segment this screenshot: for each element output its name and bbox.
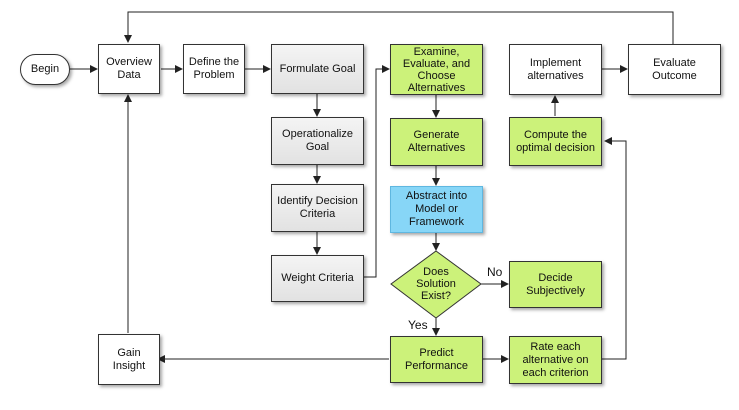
begin-node: Begin [20,54,70,85]
generate-alternatives-node: Generate Alternatives [390,118,483,166]
compute-optimal-node: Compute the optimal decision [509,117,602,166]
identify-criteria-node: Identify Decision Criteria [271,184,364,232]
operationalize-goal-node: Operationalize Goal [271,117,364,165]
abstract-model-node: Abstract into Model or Framework [390,186,483,233]
yes-label: Yes [408,318,428,332]
decision-diamond [390,250,482,319]
predict-performance-node: Predict Performance [390,336,483,383]
rate-alternatives-node: Rate each alternative on each criterion [509,336,602,384]
implement-alternatives-node: Implement alternatives [509,44,602,95]
examine-node: Examine, Evaluate, and Choose Alternativ… [390,44,483,95]
edge-weight-examine [364,65,390,278]
solution-exists-label: Does Solution Exist? [416,266,456,302]
overview-data-node: Overview Data [98,44,160,94]
edge-rate-compute [602,137,627,360]
gain-insight-node: Gain Insight [98,334,160,385]
define-problem-node: Define the Problem [183,44,245,94]
evaluate-outcome-node: Evaluate Outcome [628,44,721,95]
decide-subjectively-node: Decide Subjectively [509,261,602,308]
no-label: No [487,265,503,279]
formulate-goal-node: Formulate Goal [271,44,364,94]
weight-criteria-node: Weight Criteria [271,255,364,302]
edge-evaluate-overview [124,11,674,44]
